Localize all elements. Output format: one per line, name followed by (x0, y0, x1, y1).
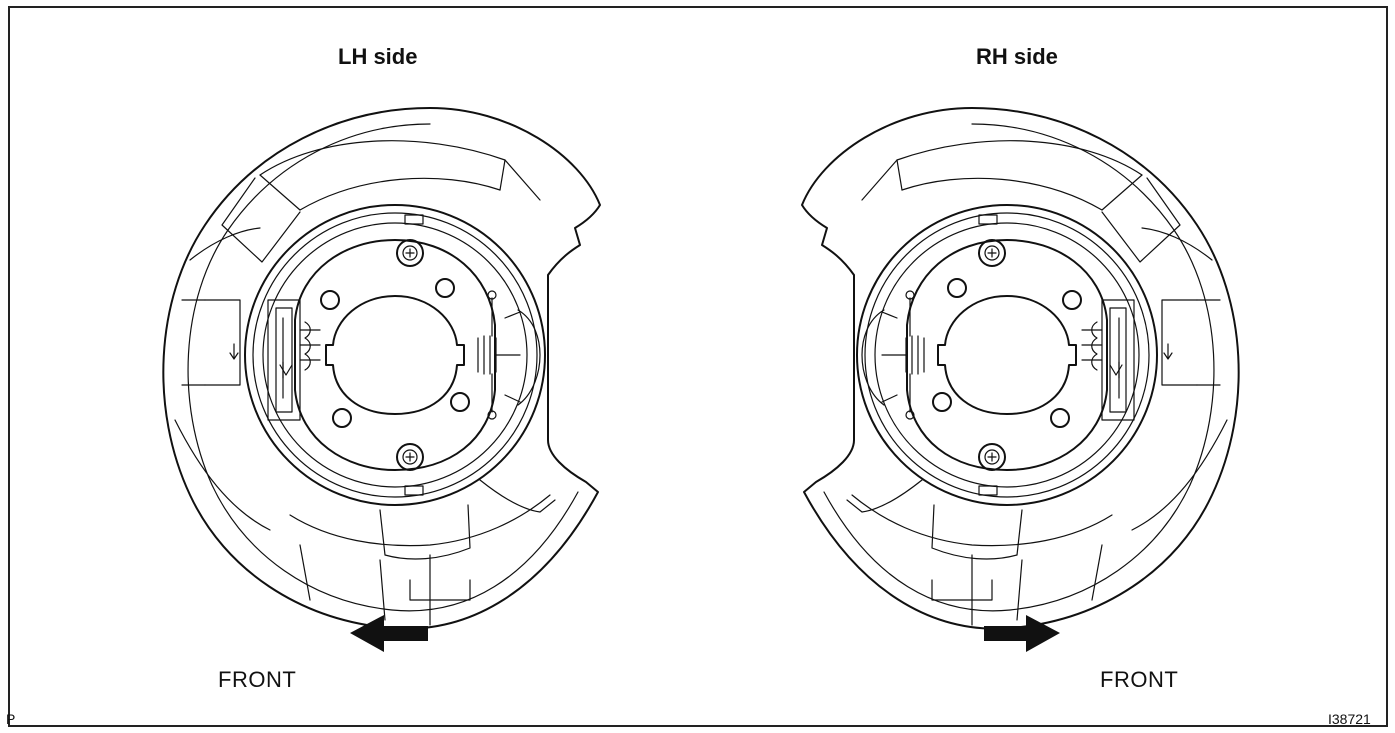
rh-brake-assembly (801, 107, 1240, 630)
lh-side-title: LH side (338, 44, 418, 69)
lh-front-label: FRONT (218, 667, 297, 692)
rh-front-arrow-icon (984, 615, 1060, 652)
corner-mark-left: P (6, 711, 16, 727)
rh-side-title: RH side (976, 44, 1058, 69)
figure-id-label: I38721 (1328, 711, 1371, 727)
rh-front-label: FRONT (1100, 667, 1179, 692)
lh-front-arrow-icon (350, 615, 428, 652)
lh-brake-assembly (162, 107, 602, 630)
diagram-frame (8, 6, 1388, 727)
